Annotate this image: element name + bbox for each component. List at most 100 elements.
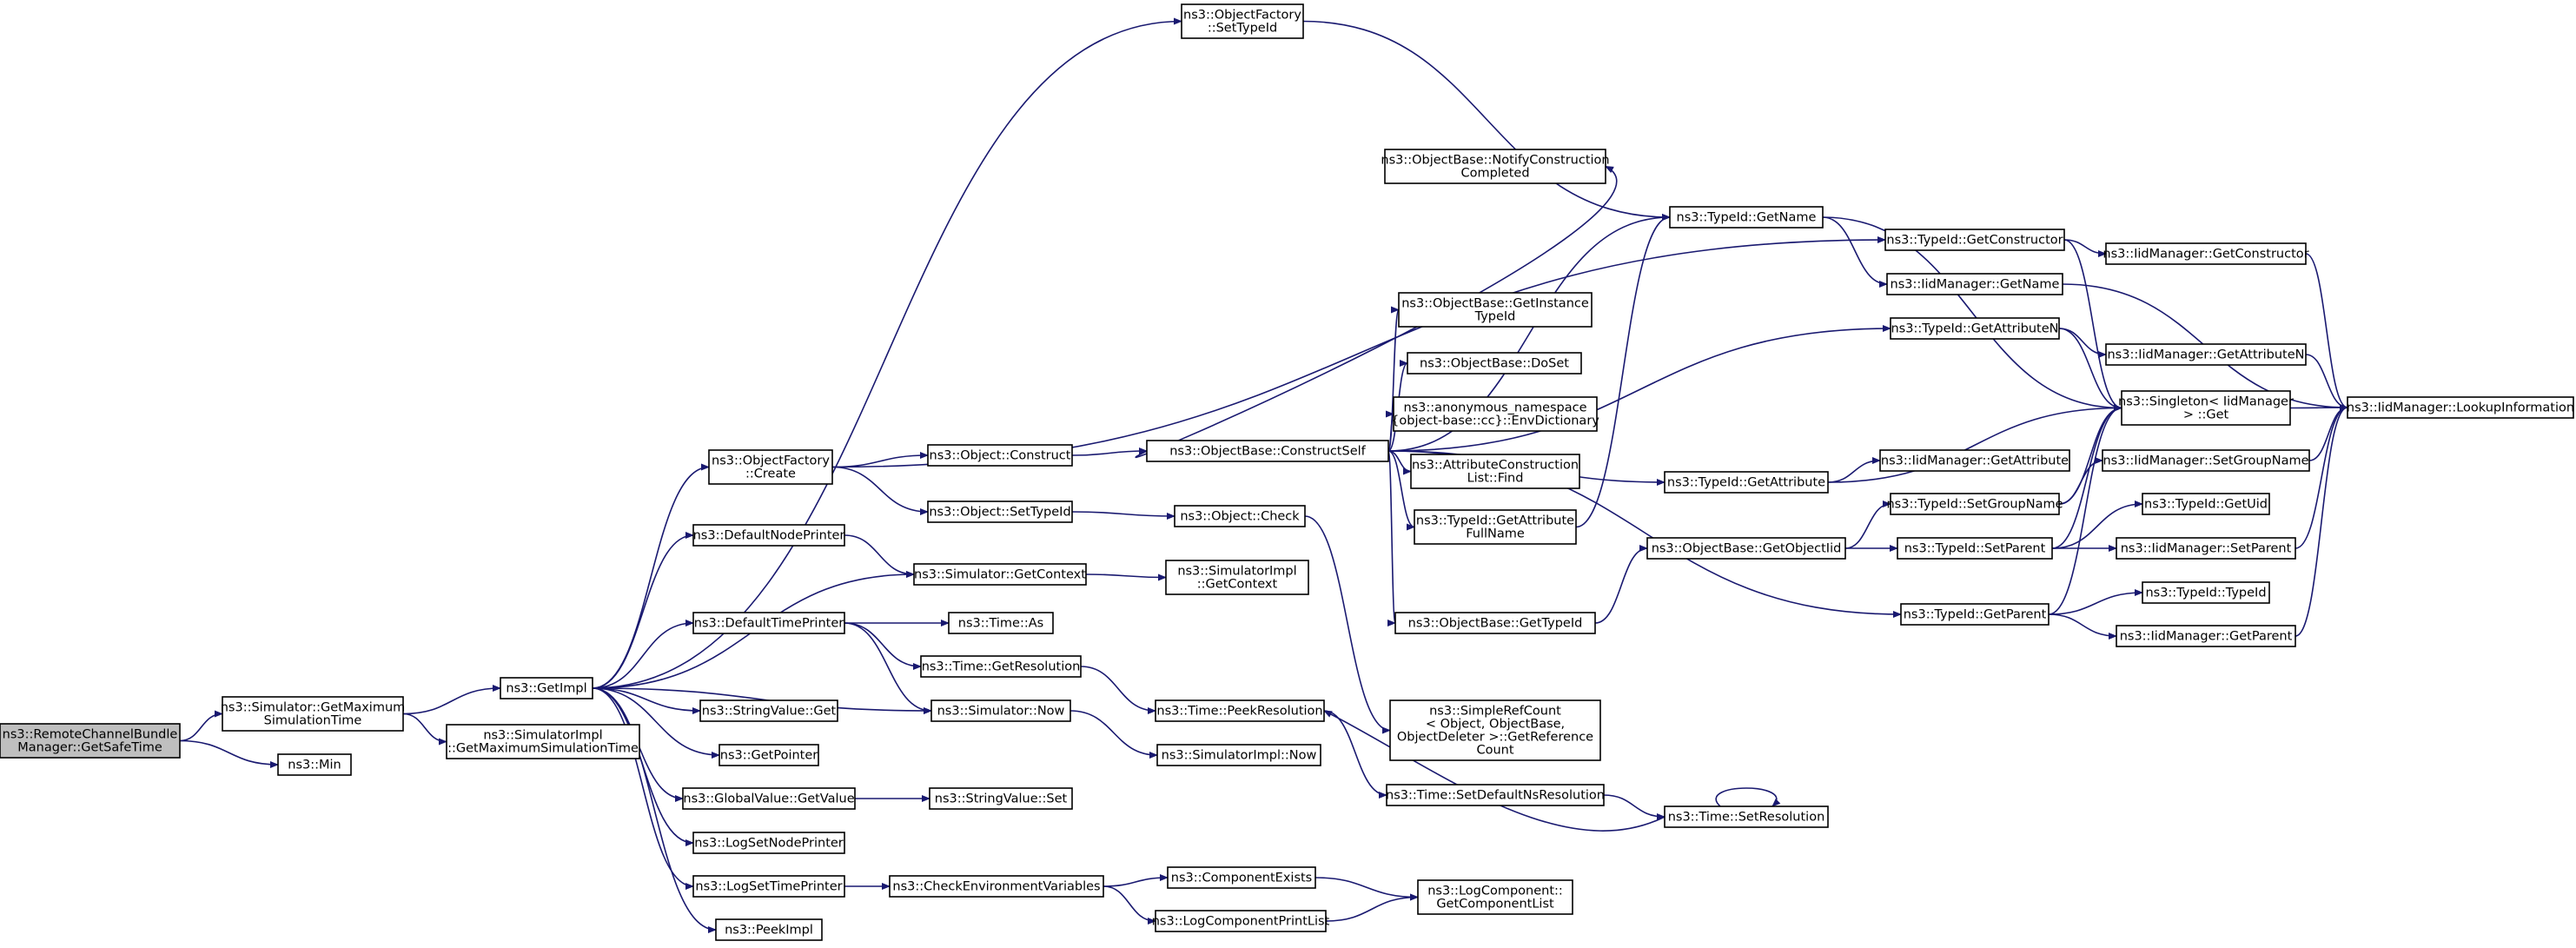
edge-tidGetConstructor-to-singletonGet — [2063, 239, 2122, 412]
node-tidSetParent[interactable]: ns3::TypeId::SetParent — [1897, 537, 2053, 560]
node-obDoSet[interactable]: ns3::ObjectBase::DoSet — [1407, 352, 1582, 375]
edge-tidGetAttrN-to-singletonGet — [2058, 328, 2122, 412]
node-label-line: FullName — [1466, 527, 1525, 541]
node-objCheck[interactable]: ns3::Object::Check — [1174, 505, 1306, 527]
edge-simGetMax-to-simImplGetMax — [402, 713, 447, 746]
edge-iidGetAttrN-to-iidLookup — [2305, 354, 2348, 411]
node-defTimePrinter[interactable]: ns3::DefaultTimePrinter — [692, 612, 845, 634]
node-iidLookup[interactable]: ns3::IidManager::LookupInformation — [2347, 396, 2574, 419]
node-label-line: Completed — [1460, 167, 1529, 181]
node-timeSetDefNs[interactable]: ns3::Time::SetDefaultNsResolution — [1386, 784, 1605, 806]
node-simImplNow[interactable]: ns3::SimulatorImpl::Now — [1156, 744, 1321, 766]
node-label-line: ::GetMaximumSimulationTime — [447, 742, 639, 756]
edge-timePeekRes-to-timeSetDefNs — [1323, 710, 1387, 799]
node-label-line: ns3::TypeId::GetParent — [1904, 608, 2047, 622]
edge-obConstructSelf-to-obNotify — [1135, 165, 1618, 459]
node-label-line: ns3::Time::GetResolution — [922, 660, 1081, 674]
node-simImplGetMax[interactable]: ns3::SimulatorImpl::GetMaximumSimulation… — [446, 724, 640, 759]
node-timeGetRes[interactable]: ns3::Time::GetResolution — [920, 655, 1082, 678]
node-label-line: GetComponentList — [1436, 898, 1554, 912]
node-label-line: Manager::GetSafeTime — [17, 741, 162, 755]
node-singletonGet[interactable]: ns3::Singleton< IidManager> ::Get — [2118, 390, 2294, 426]
edge-checkEnv-to-logCompPrintList — [1103, 885, 1156, 925]
edge-iidSetParent-to-iidLookup — [2295, 404, 2348, 549]
node-simImplGetCtx[interactable]: ns3::SimulatorImpl::GetContext — [1165, 560, 1309, 595]
node-simNow[interactable]: ns3::Simulator::Now — [930, 699, 1071, 722]
edge-obGetTypeId-to-obGetObjectIid — [1594, 545, 1648, 624]
edge-getImpl-to-defNodePrinter — [592, 532, 694, 689]
node-simGetContext[interactable]: ns3::Simulator::GetContext — [913, 563, 1087, 586]
node-tidGetParent[interactable]: ns3::TypeId::GetParent — [1900, 603, 2050, 626]
node-tidGetAttrN[interactable]: ns3::TypeId::GetAttributeN — [1890, 317, 2060, 340]
node-logSetTime[interactable]: ns3::LogSetTimePrinter — [692, 875, 845, 898]
node-peekImpl[interactable]: ns3::PeekImpl — [715, 918, 823, 941]
edge-iidSetGroupName-to-iidLookup — [2308, 404, 2348, 461]
node-label-line: ns3::SimulatorImpl — [483, 729, 602, 743]
node-objSetTypeId[interactable]: ns3::Object::SetTypeId — [927, 501, 1073, 523]
node-getPointer[interactable]: ns3::GetPointer — [718, 744, 819, 766]
node-iidGetAttrN[interactable]: ns3::IidManager::GetAttributeN — [2105, 343, 2307, 366]
node-ofSetTypeId[interactable]: ns3::ObjectFactory::SetTypeId — [1181, 3, 1304, 39]
node-checkEnv[interactable]: ns3::CheckEnvironmentVariables — [889, 875, 1104, 898]
node-tidGetName[interactable]: ns3::TypeId::GetName — [1669, 206, 1824, 229]
node-ofCreate[interactable]: ns3::ObjectFactory::Create — [708, 449, 833, 485]
node-iidSetGroupName[interactable]: ns3::IidManager::SetGroupName — [2102, 449, 2310, 472]
node-label-line: < Object, ObjectBase, — [1426, 718, 1565, 732]
node-iidSetParent[interactable]: ns3::IidManager::SetParent — [2116, 537, 2296, 560]
node-label-line: ns3::IidManager::SetGroupName — [2103, 454, 2308, 468]
node-obGetTypeId[interactable]: ns3::ObjectBase::GetTypeId — [1394, 612, 1596, 634]
node-label-line: ns3::ObjectFactory — [712, 454, 830, 468]
node-tidTypeId[interactable]: ns3::TypeId::TypeId — [2142, 581, 2270, 604]
node-iidGetName[interactable]: ns3::IidManager::GetName — [1886, 273, 2063, 295]
node-strValSet[interactable]: ns3::StringValue::Set — [929, 787, 1073, 810]
edge-tidGetName-to-singletonGet — [1822, 216, 2122, 412]
node-iidGetParent[interactable]: ns3::IidManager::GetParent — [2116, 625, 2296, 647]
edge-getImpl-to-defTimePrinter — [592, 620, 694, 689]
node-label-line: ns3::GlobalValue::GetValue — [683, 792, 854, 806]
node-label-line: ns3::TypeId::TypeId — [2145, 587, 2266, 600]
node-defNodePrinter[interactable]: ns3::DefaultNodePrinter — [692, 524, 845, 547]
node-objConstruct[interactable]: ns3::Object::Construct — [927, 444, 1073, 467]
node-min[interactable]: ns3::Min — [277, 753, 352, 776]
edge-tidGetConstructor-to-iidGetConstructor — [2063, 239, 2107, 257]
node-simGetMax[interactable]: ns3::Simulator::GetMaximumSimulationTime — [221, 696, 406, 732]
node-iidGetConstructor[interactable]: ns3::IidManager::GetConstructor — [2103, 242, 2309, 265]
node-label-line: ns3::CheckEnvironmentVariables — [892, 880, 1100, 894]
node-label-line: ns3::GetPointer — [720, 749, 818, 763]
node-getImpl[interactable]: ns3::GetImpl — [500, 677, 593, 699]
node-gvGetValue[interactable]: ns3::GlobalValue::GetValue — [682, 787, 856, 810]
node-logCompGetList[interactable]: ns3::LogComponent::GetComponentList — [1417, 879, 1573, 915]
node-label-line: ns3::IidManager::GetName — [1891, 278, 2060, 292]
node-tidGetConstructor[interactable]: ns3::TypeId::GetConstructor — [1884, 229, 2065, 251]
node-label-line: ns3::SimulatorImpl::Now — [1162, 749, 1317, 763]
node-iidGetAttr[interactable]: ns3::IidManager::GetAttribute — [1879, 449, 2070, 472]
node-timePeekRes[interactable]: ns3::Time::PeekResolution — [1155, 699, 1325, 722]
node-tidSetGroupName[interactable]: ns3::TypeId::SetGroupName — [1886, 493, 2063, 515]
edge-getImpl-to-peekImpl — [592, 687, 717, 933]
node-timeSetRes[interactable]: ns3::Time::SetResolution — [1664, 805, 1829, 828]
edge-obConstructSelf-to-obGetTypeId — [1387, 450, 1396, 626]
node-tidGetAttr[interactable]: ns3::TypeId::GetAttribute — [1664, 471, 1829, 494]
node-label-line: ns3::TypeId::SetGroupName — [1886, 498, 2063, 512]
node-envDict[interactable]: ns3::anonymous_namespace{object-base::cc… — [1391, 396, 1599, 432]
node-tidGetUid[interactable]: ns3::TypeId::GetUid — [2142, 493, 2270, 515]
node-label-line: ns3::TypeId::GetAttributeN — [1891, 322, 2058, 336]
node-root: ns3::RemoteChannelBundleManager::GetSafe… — [0, 723, 181, 759]
node-obGetObjectIid[interactable]: ns3::ObjectBase::GetObjectIid — [1646, 537, 1846, 560]
node-obConstructSelf[interactable]: ns3::ObjectBase::ConstructSelf — [1146, 440, 1389, 462]
node-label-line: ns3::Time::As — [958, 617, 1043, 631]
node-obNotify[interactable]: ns3::ObjectBase::NotifyConstructionCompl… — [1381, 149, 1610, 184]
node-logCompPrintList[interactable]: ns3::LogComponentPrintList — [1152, 910, 1330, 932]
node-simpleRefCount[interactable]: ns3::SimpleRefCount< Object, ObjectBase,… — [1389, 699, 1601, 761]
node-label-line: ns3::ObjectBase::DoSet — [1420, 357, 1569, 371]
node-compExists[interactable]: ns3::ComponentExists — [1167, 866, 1316, 889]
node-logSetNode[interactable]: ns3::LogSetNodePrinter — [692, 832, 845, 854]
node-label-line: ns3::anonymous_namespace — [1403, 401, 1586, 415]
node-label-line: ns3::LogComponent:: — [1427, 885, 1563, 898]
node-strValGet[interactable]: ns3::StringValue::Get — [699, 699, 838, 722]
node-label-line: ns3::ObjectBase::NotifyConstruction — [1381, 154, 1609, 168]
node-timeAs[interactable]: ns3::Time::As — [948, 612, 1054, 634]
